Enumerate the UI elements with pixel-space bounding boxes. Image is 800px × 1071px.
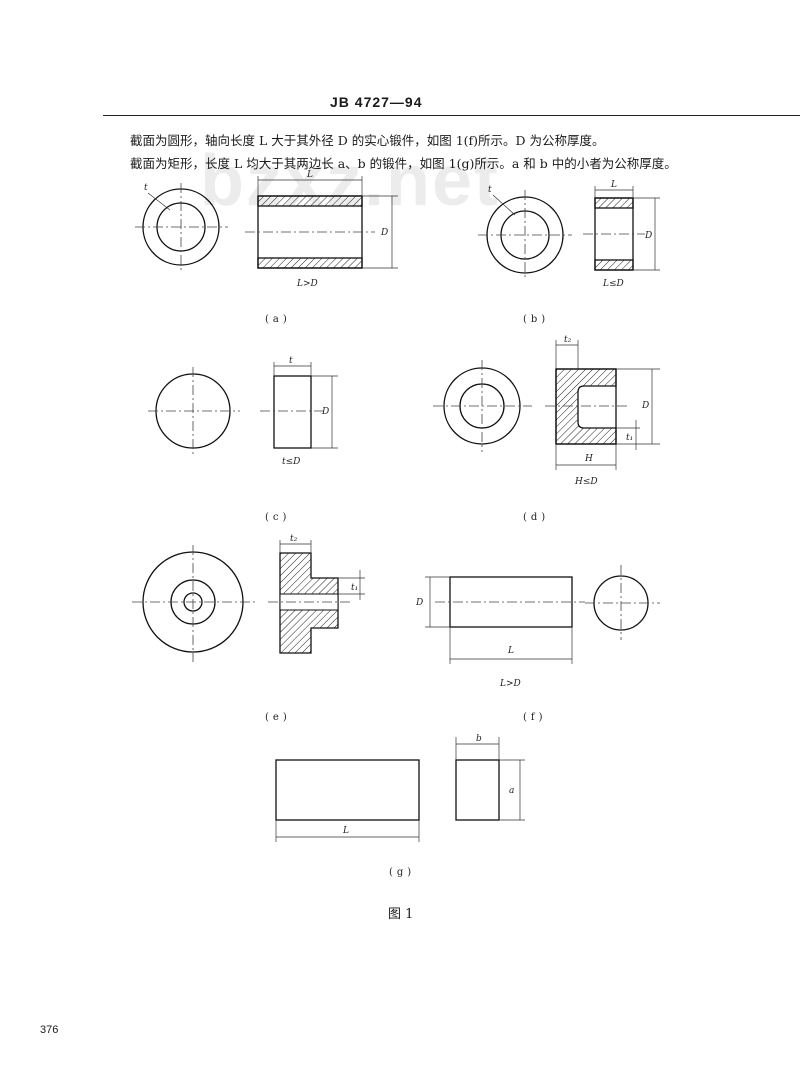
label-e-t1: t₁ (351, 583, 358, 593)
label-a-t: t (144, 183, 148, 193)
caption-b: (b) (523, 314, 549, 325)
label-f-D: D (415, 598, 423, 608)
label-d-D: D (641, 401, 649, 411)
label-c-t: t (289, 356, 293, 366)
label-e-t2: t₂ (290, 534, 298, 544)
condition-b: L≤D (602, 279, 624, 289)
page-number: 376 (40, 1024, 59, 1036)
figure-c: t D t≤D (148, 356, 338, 467)
figure-f: D L L>D (415, 565, 660, 689)
watermark: bzxz.net (200, 141, 501, 221)
label-g-b: b (476, 734, 482, 744)
label-a-D: D (380, 228, 388, 238)
caption-d: (d) (523, 512, 549, 523)
condition-a: L>D (296, 279, 318, 289)
label-b-D: D (644, 231, 652, 241)
figure-e: t₂ t₁ (132, 534, 365, 662)
condition-d: H≤D (574, 477, 598, 487)
figure-d: t₂ D t₁ H H≤D (433, 335, 660, 487)
caption-f: (f) (523, 712, 547, 723)
caption-a: (a) (265, 314, 291, 325)
caption-e: (e) (265, 712, 291, 723)
label-c-D: D (321, 407, 329, 417)
condition-c: t≤D (282, 457, 300, 467)
caption-c: (c) (265, 512, 290, 523)
label-g-a: a (509, 786, 514, 796)
header-rule (103, 115, 800, 116)
label-f-L: L (507, 646, 514, 656)
condition-f: L>D (499, 679, 521, 689)
label-b-t: t (488, 185, 492, 195)
paragraph-g: 截面为矩形，长度 L 均大于其两边长 a、b 的锻件，如图 1(g)所示。a 和… (130, 156, 677, 171)
figure-g: L b a (275, 734, 525, 842)
label-b-L: L (610, 180, 617, 190)
paragraph-f: 截面为圆形，轴向长度 L 大于其外径 D 的实心锻件，如图 1(f)所示。D 为… (130, 133, 605, 148)
label-d-t2: t₂ (564, 335, 572, 345)
label-g-L: L (342, 826, 349, 836)
caption-g: (g) (389, 867, 415, 878)
label-a-L: L (306, 170, 313, 180)
figure-b: t L D L≤D (478, 180, 660, 289)
figure-title: 图 1 (388, 907, 414, 922)
label-d-t1: t₁ (626, 433, 633, 443)
document-code: JB 4727—94 (330, 94, 423, 110)
figure-a: t L D L>D (135, 170, 398, 289)
label-d-H: H (584, 454, 593, 464)
